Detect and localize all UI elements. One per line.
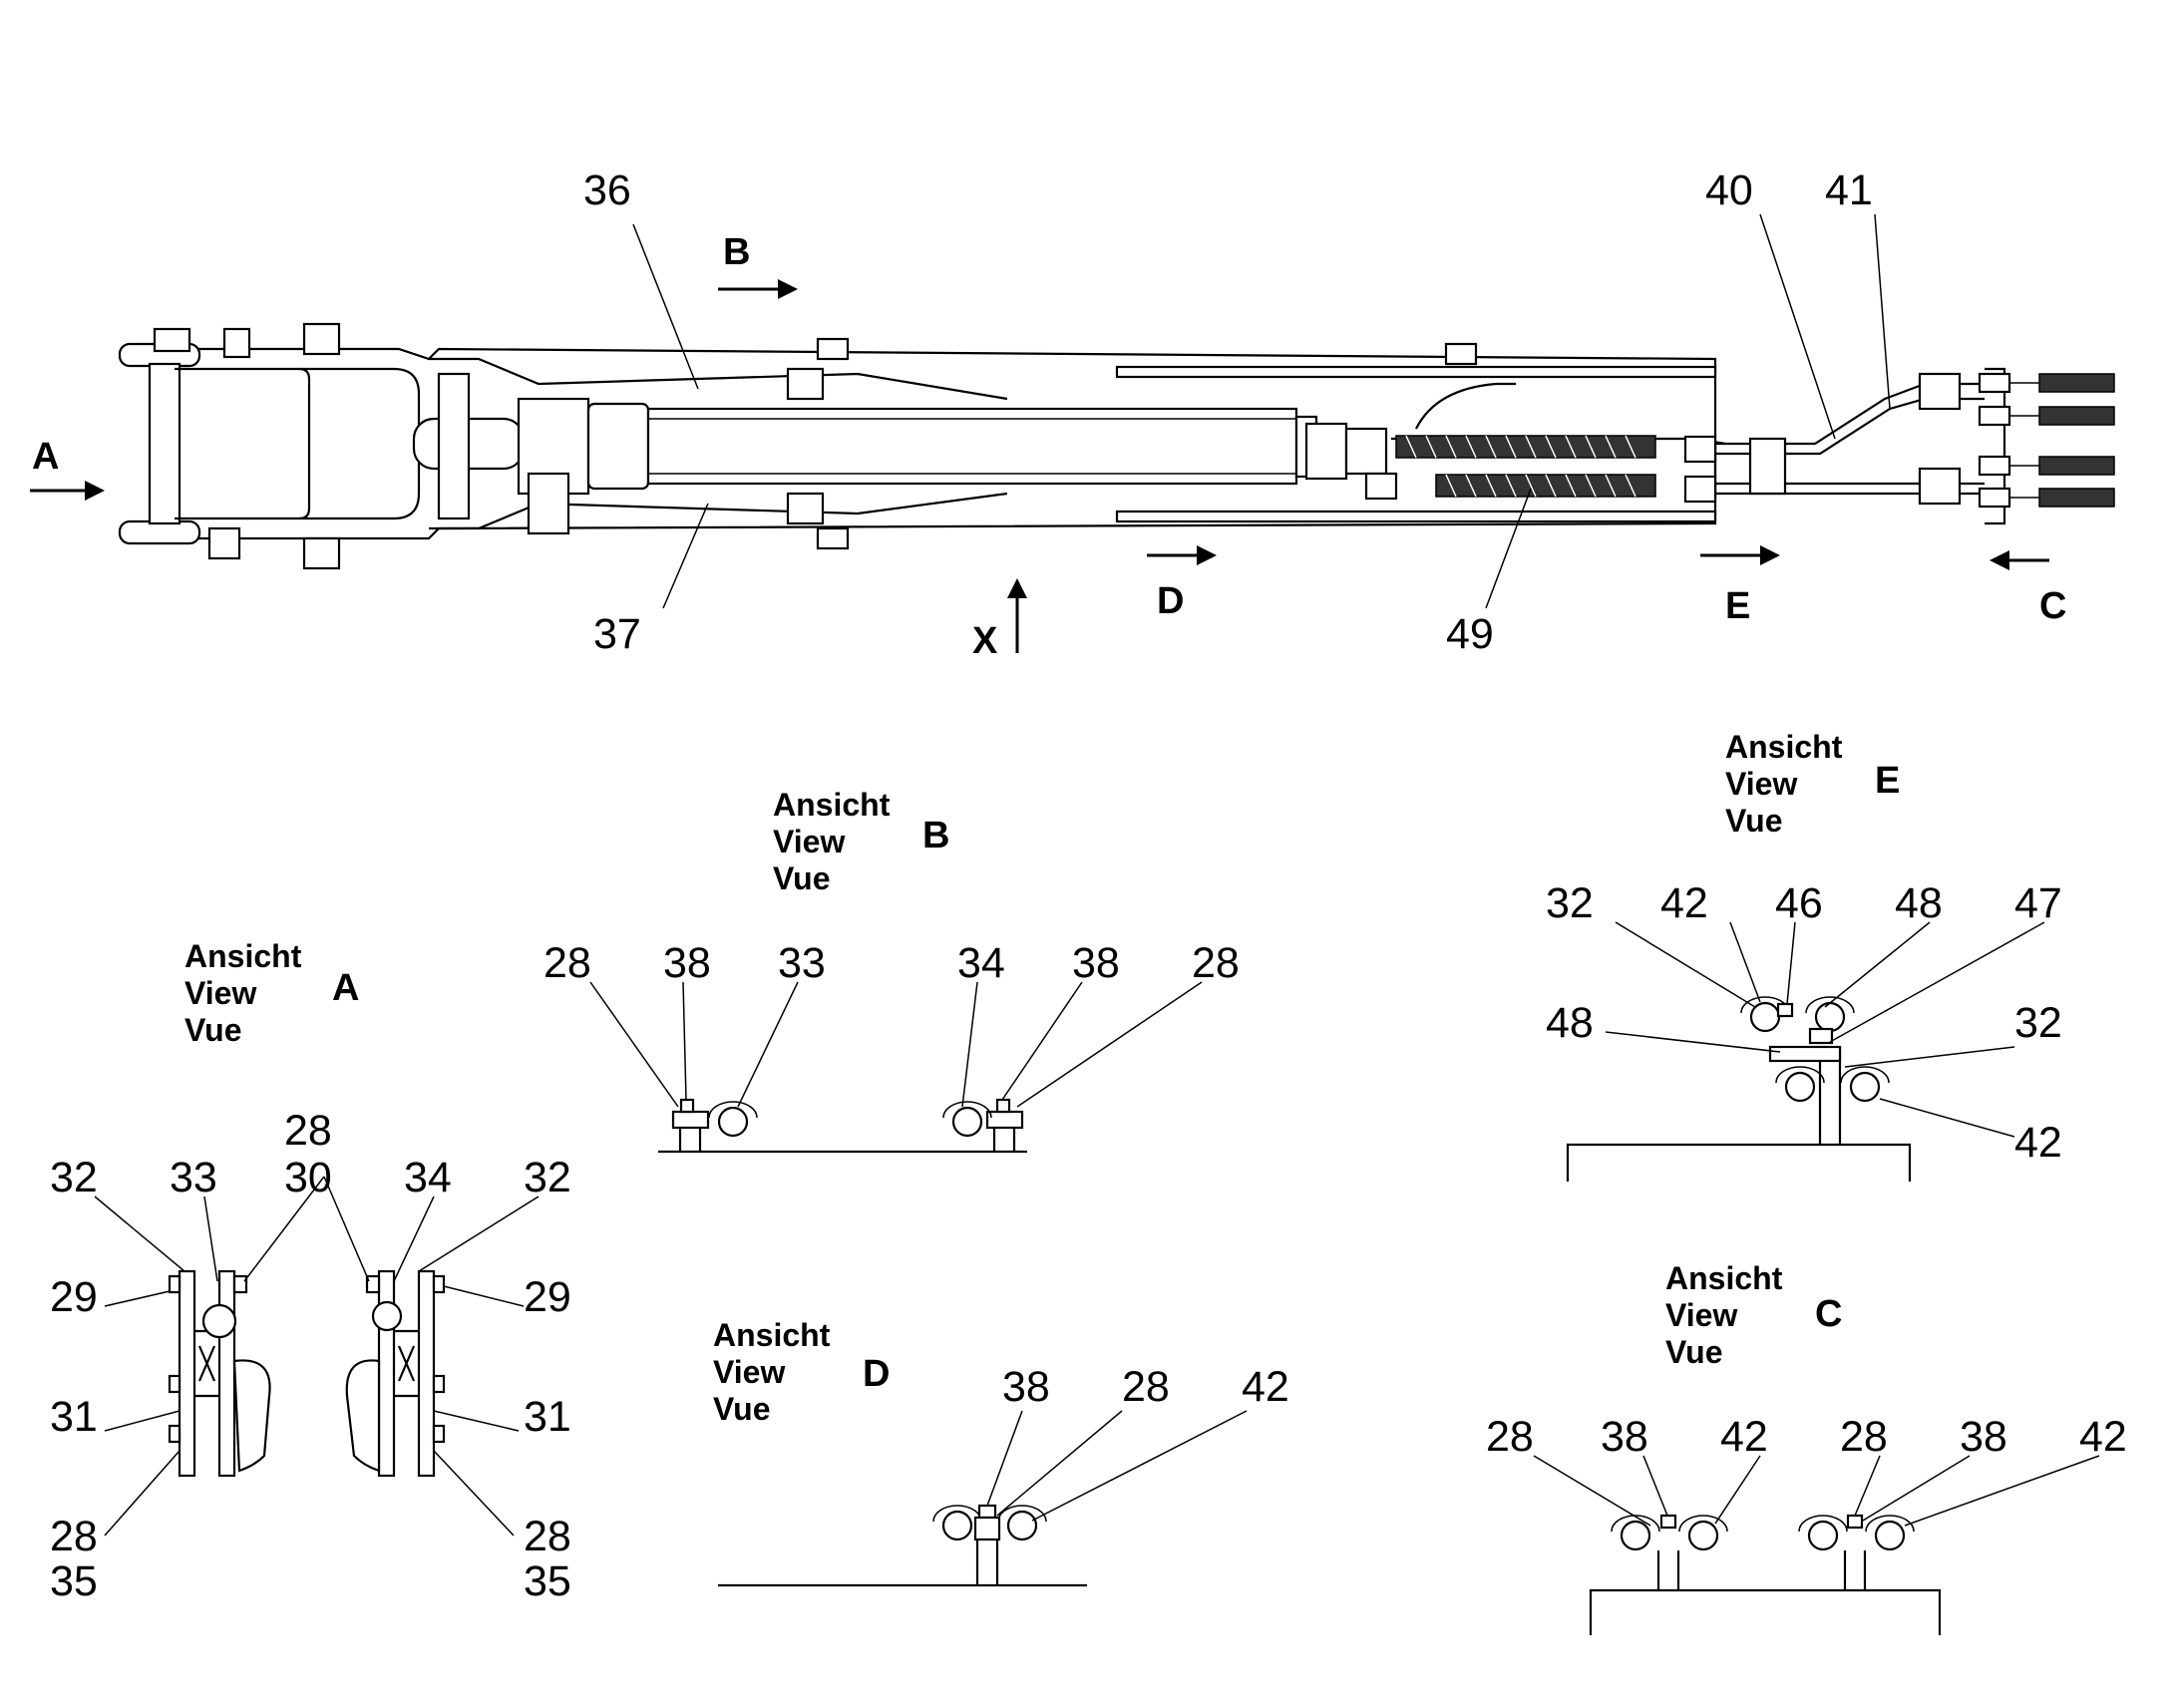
view-c-label-42-b: 42 <box>2079 1413 2127 1461</box>
view-c-label-28-a: 28 <box>1486 1413 1534 1461</box>
view-b-title-fr: Vue <box>773 860 831 896</box>
arrow-label-e: E <box>1725 585 1750 627</box>
view-c: Ansicht View Vue C 28 38 42 28 38 42 <box>1486 1260 2127 1635</box>
view-e-title-en: View <box>1725 766 1797 802</box>
view-e-label-32-top: 32 <box>1546 879 1594 927</box>
view-d: Ansicht View Vue D 38 28 42 <box>713 1317 1289 1587</box>
arrow-label-c: C <box>2039 585 2066 627</box>
main-labels: 36 37 40 41 49 A B C D E X <box>32 167 2066 662</box>
view-a-label-28-bl: 28 <box>50 1513 98 1560</box>
view-d-label-28: 28 <box>1122 1363 1170 1411</box>
view-a-label-31-right: 31 <box>524 1393 571 1441</box>
view-a-label-35-br: 35 <box>524 1557 571 1605</box>
view-c-label-42-a: 42 <box>1720 1413 1768 1461</box>
view-a-label-32-right: 32 <box>524 1154 571 1201</box>
view-e-label-32-right: 32 <box>2014 999 2062 1047</box>
view-e-label-48-left: 48 <box>1546 999 1594 1047</box>
arm-assembly <box>118 322 2115 570</box>
view-e-label-46: 46 <box>1775 879 1823 927</box>
view-b-title-de: Ansicht <box>773 787 891 823</box>
view-a-label-32-left: 32 <box>50 1154 98 1201</box>
view-c-title-fr: Vue <box>1665 1334 1723 1370</box>
view-d-letter: D <box>863 1353 890 1395</box>
view-a-label-28-top: 28 <box>284 1107 332 1155</box>
view-b-title-en: View <box>773 824 845 859</box>
view-b-letter: B <box>922 815 949 856</box>
view-a-letter: A <box>332 967 359 1009</box>
view-c-label-38-b: 38 <box>1960 1413 2007 1461</box>
view-a-title-fr: Vue <box>184 1012 242 1048</box>
view-d-label-42: 42 <box>1242 1363 1289 1411</box>
arrow-label-d: D <box>1157 580 1184 622</box>
view-a-label-30: 30 <box>284 1154 332 1201</box>
view-a-label-35-bl: 35 <box>50 1557 98 1605</box>
view-b-label-34: 34 <box>957 939 1005 987</box>
view-d-label-38: 38 <box>1002 1363 1050 1411</box>
view-e-label-47: 47 <box>2014 879 2062 927</box>
view-a-label-31-left: 31 <box>50 1393 98 1441</box>
view-a-label-29-right: 29 <box>524 1273 571 1321</box>
view-c-title-de: Ansicht <box>1665 1260 1783 1296</box>
view-b-label-28-b: 28 <box>1192 939 1240 987</box>
arrow-label-b: B <box>723 231 750 273</box>
view-c-letter: C <box>1815 1293 1842 1335</box>
view-e-title-fr: Vue <box>1725 803 1783 839</box>
view-c-title-en: View <box>1665 1297 1737 1333</box>
main-leaders <box>632 213 1891 609</box>
label-41: 41 <box>1825 167 1873 214</box>
view-a-title-en: View <box>184 975 256 1011</box>
view-a-label-29-left: 29 <box>50 1273 98 1321</box>
view-d-title-en: View <box>713 1354 785 1390</box>
view-e-letter: E <box>1875 760 1900 802</box>
view-b: Ansicht View Vue B 28 38 33 34 38 28 <box>544 787 1240 1154</box>
view-c-label-28-b: 28 <box>1840 1413 1888 1461</box>
view-e-title-de: Ansicht <box>1725 729 1843 765</box>
view-a-label-28-br: 28 <box>524 1513 571 1560</box>
arrow-label-a: A <box>32 436 59 478</box>
view-a-label-34: 34 <box>404 1154 452 1201</box>
view-a-label-33: 33 <box>170 1154 217 1201</box>
view-e-label-42-top: 42 <box>1660 879 1708 927</box>
direction-arrows <box>30 279 2049 653</box>
view-e: Ansicht View Vue E 32 42 46 48 47 48 32 … <box>1546 729 2062 1182</box>
view-a-title-de: Ansicht <box>184 938 302 974</box>
view-d-title-de: Ansicht <box>713 1317 831 1353</box>
view-d-title-fr: Vue <box>713 1391 771 1427</box>
label-49: 49 <box>1446 610 1494 658</box>
view-c-label-38-a: 38 <box>1601 1413 1648 1461</box>
label-36: 36 <box>583 167 631 214</box>
view-e-label-42-bottom: 42 <box>2014 1119 2062 1167</box>
view-a: Ansicht View Vue A 28 <box>50 938 571 1605</box>
label-40: 40 <box>1705 167 1753 214</box>
view-e-label-48-top: 48 <box>1895 879 1943 927</box>
arrow-label-x: X <box>972 620 998 662</box>
label-37: 37 <box>593 610 641 658</box>
view-b-label-33: 33 <box>778 939 826 987</box>
view-b-label-38-b: 38 <box>1072 939 1120 987</box>
view-b-label-38-a: 38 <box>663 939 711 987</box>
view-b-label-28-a: 28 <box>544 939 591 987</box>
